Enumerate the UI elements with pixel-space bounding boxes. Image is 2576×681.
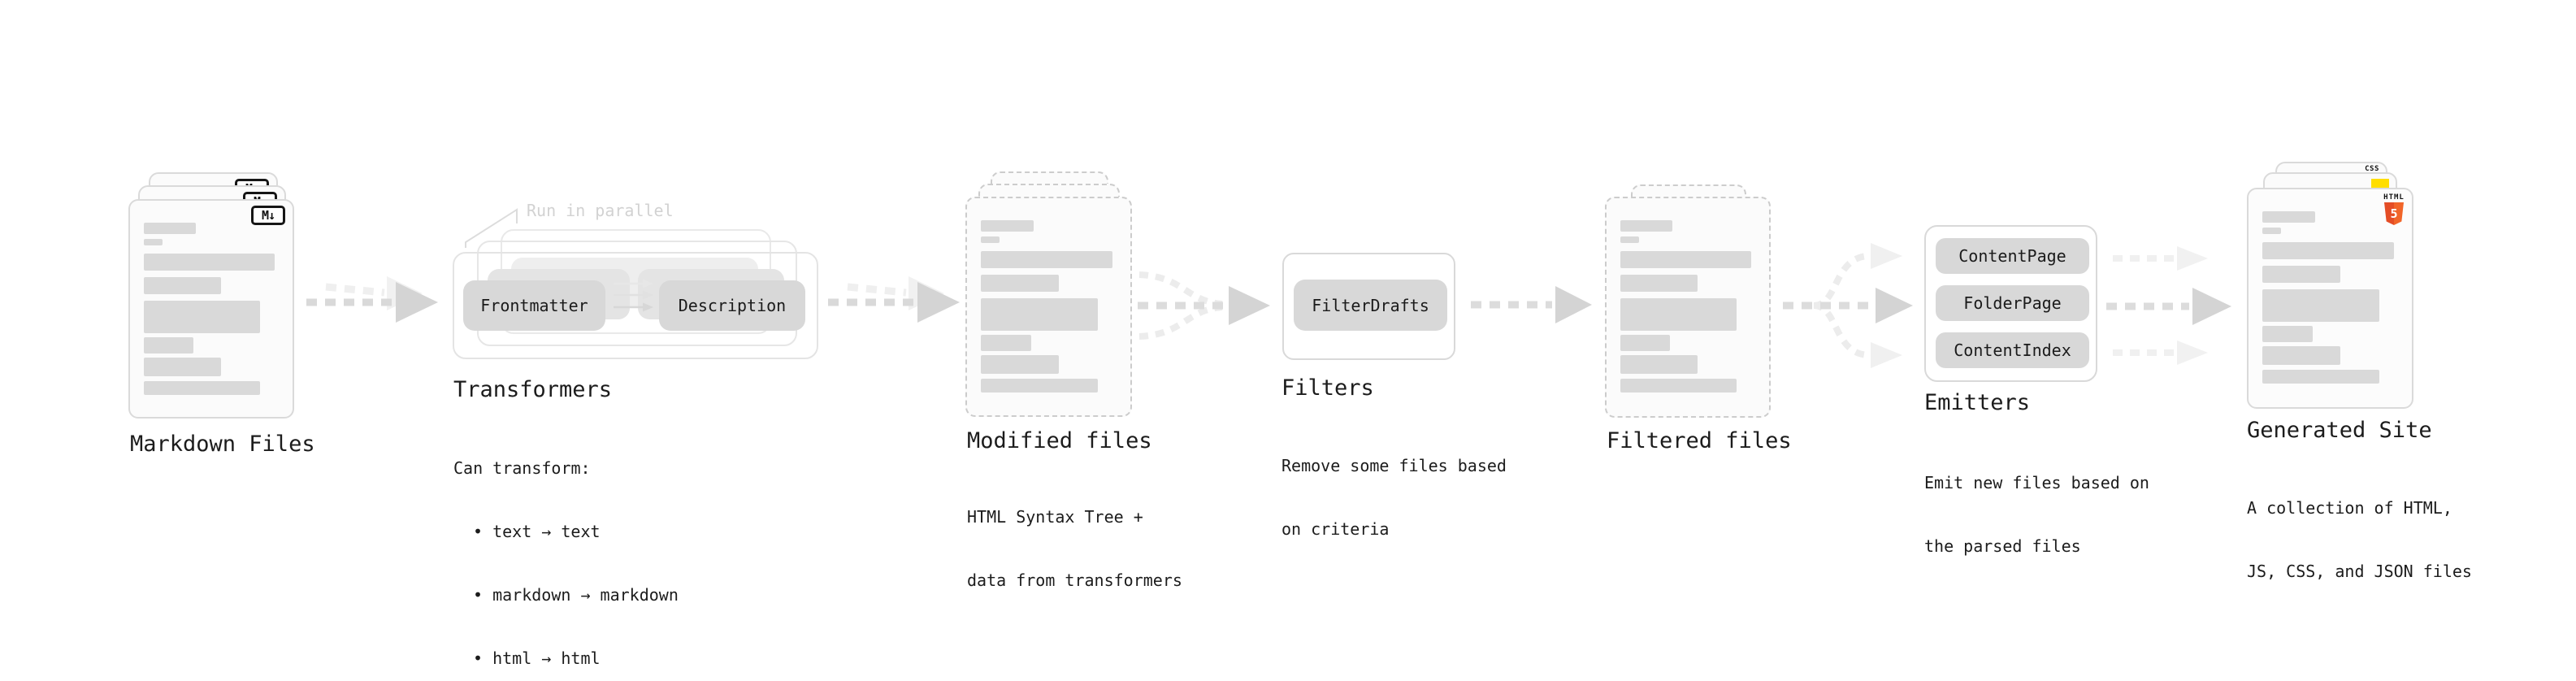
placeholder-line (2262, 289, 2380, 322)
emitters-label: Emitters (1924, 390, 2031, 415)
placeholder-line (2262, 228, 2281, 234)
folderpage-box: FolderPage (1936, 285, 2089, 321)
css-logo-text: CSS (2365, 165, 2379, 173)
generated-site-description: A collection of HTML, JS, CSS, and JSON … (2247, 455, 2472, 624)
placeholder-line (1620, 275, 1698, 292)
flow-arrow-parallel (306, 276, 438, 323)
frontmatter-box: Frontmatter (463, 280, 605, 331)
flow-arrow-converging (1138, 271, 1270, 340)
emitters-description: Emit new files based on the parsed files (1924, 430, 2149, 599)
transformers-description: Can transform: • text → text • markdown … (453, 415, 679, 681)
placeholder-line (144, 301, 261, 333)
placeholder-line (2262, 266, 2340, 283)
bullet-line: • html → html (473, 648, 601, 668)
file-card: M↓ (128, 199, 294, 419)
description-line: the parsed files (1924, 536, 2081, 556)
placeholder-line (2262, 211, 2315, 223)
placeholder-line (2262, 326, 2313, 342)
html5-logo-icon: HTML 5 (2383, 194, 2405, 225)
html5-shield-icon: 5 (2384, 202, 2404, 225)
modified-files-description: HTML Syntax Tree + data from transformer… (967, 464, 1182, 633)
html5-number: 5 (2390, 206, 2398, 221)
document-placeholder-lines (981, 220, 1112, 393)
placeholder-line (2262, 346, 2340, 365)
placeholder-line (144, 381, 261, 395)
description-line: Remove some files based (1281, 456, 1507, 475)
filtered-files-label: Filtered files (1607, 428, 1792, 453)
placeholder-line (1620, 355, 1698, 374)
description-line: JS, CSS, and JSON files (2247, 562, 2472, 581)
placeholder-line (144, 358, 221, 376)
contentindex-box: ContentIndex (1936, 332, 2089, 368)
placeholder-line (981, 251, 1112, 268)
description-line: Emit new files based on (1924, 473, 2149, 492)
placeholder-line (1620, 251, 1751, 268)
placeholder-line (144, 223, 197, 234)
placeholder-line (2262, 370, 2380, 384)
description-line: HTML Syntax Tree + (967, 507, 1143, 527)
emitters-card: ContentPage FolderPage ContentIndex (1924, 225, 2097, 382)
bullet-line: • text → text (473, 522, 601, 541)
placeholder-line (2262, 242, 2394, 259)
transformer-card-front: Frontmatter Description (453, 252, 818, 359)
placeholder-line (144, 239, 163, 245)
file-card-html: HTML 5 (2247, 188, 2413, 409)
file-card (965, 197, 1132, 417)
placeholder-line (981, 220, 1034, 232)
placeholder-line (144, 337, 194, 354)
flow-arrow-parallel (828, 276, 960, 323)
placeholder-line (1620, 220, 1673, 232)
markdown-icon: M↓ (251, 206, 285, 225)
modified-files-label: Modified files (967, 428, 1152, 453)
placeholder-line (981, 298, 1099, 331)
placeholder-line (1620, 298, 1737, 331)
markdown-files-label: Markdown Files (130, 432, 315, 457)
placeholder-line (1620, 379, 1737, 393)
generated-site-label: Generated Site (2247, 418, 2432, 443)
bullet-line: • markdown → markdown (473, 585, 679, 605)
description-line: A collection of HTML, (2247, 498, 2452, 518)
placeholder-line (981, 379, 1099, 393)
document-placeholder-lines (1620, 220, 1751, 393)
flow-arrow (1471, 286, 1592, 323)
document-placeholder-lines (144, 223, 275, 395)
placeholder-line (1620, 335, 1671, 351)
parallel-arrows-icon (614, 279, 653, 312)
filters-card: FilterDrafts (1282, 253, 1455, 360)
filterdrafts-box: FilterDrafts (1294, 280, 1447, 331)
annotation-leader-line (465, 208, 518, 248)
description-line: Can transform: (453, 458, 591, 478)
flow-arrow-diverging (1783, 243, 1913, 368)
contentpage-box: ContentPage (1936, 238, 2089, 274)
placeholder-line (144, 254, 275, 271)
file-card (1605, 197, 1771, 418)
placeholder-line (144, 277, 221, 294)
filters-description: Remove some files based on criteria (1281, 413, 1507, 582)
run-in-parallel-annotation: Run in parallel (527, 201, 674, 220)
placeholder-line (981, 275, 1059, 292)
flow-arrow (2106, 288, 2231, 325)
js-logo-icon (2371, 179, 2389, 189)
description-box: Description (659, 280, 805, 331)
placeholder-line (981, 335, 1031, 351)
description-line: on criteria (1281, 519, 1390, 539)
placeholder-line (981, 236, 1000, 243)
placeholder-line (981, 355, 1059, 374)
filters-label: Filters (1281, 375, 1374, 401)
flow-arrow-light (2113, 340, 2208, 365)
description-line: data from transformers (967, 570, 1182, 590)
placeholder-line (1620, 236, 1639, 243)
document-placeholder-lines (2262, 211, 2394, 384)
flow-arrow-light (2113, 246, 2208, 271)
transformers-label: Transformers (453, 377, 613, 402)
html5-logo-text: HTML (2383, 193, 2405, 202)
